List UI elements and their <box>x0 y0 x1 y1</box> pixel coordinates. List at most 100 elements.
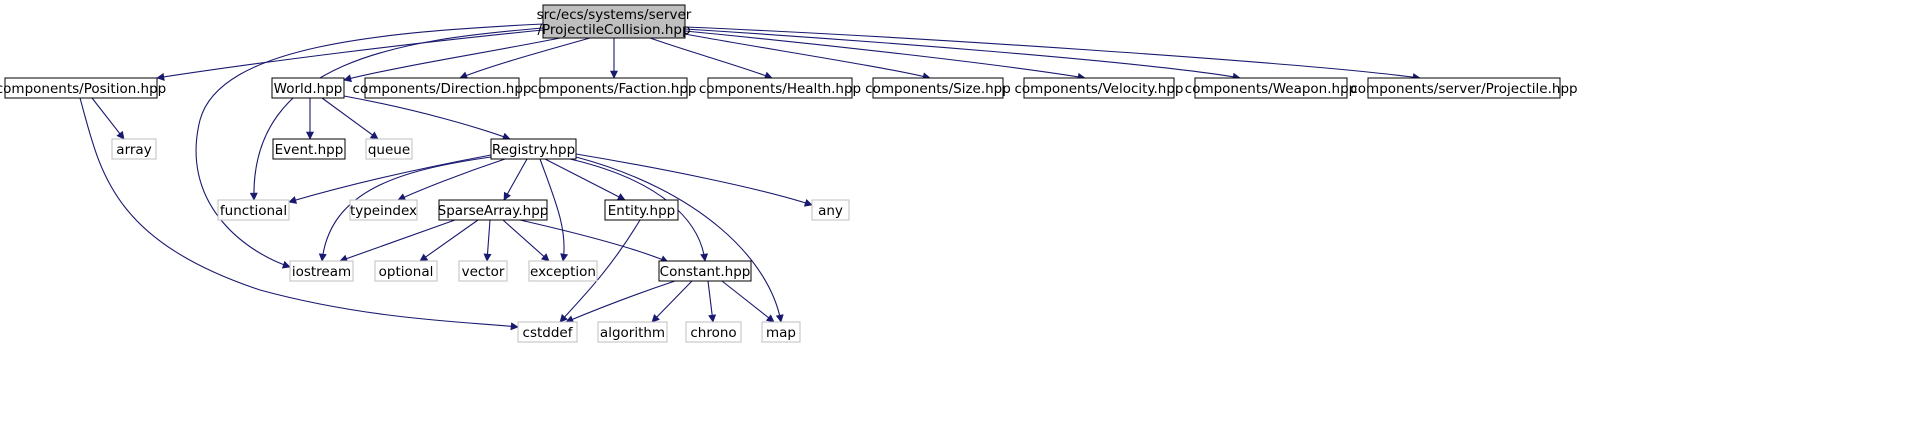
node-vector: vector <box>458 260 508 282</box>
node-box-map <box>761 321 801 343</box>
node-projectile[interactable]: components/server/Projectile.hpp <box>1350 77 1578 99</box>
node-box-any <box>811 199 850 221</box>
node-label-optional: optional <box>379 264 434 280</box>
node-box-optional <box>374 260 438 282</box>
edge-registry-to-sparsearray <box>503 158 528 201</box>
node-box-weapon <box>1194 77 1348 99</box>
node-box-typeindex <box>349 199 418 221</box>
edge-registry-to-entity <box>544 158 626 201</box>
node-box-event <box>272 138 346 160</box>
node-label-typeindex: typeindex <box>350 203 417 219</box>
edge-registry-to-typeindex <box>397 158 506 201</box>
node-position[interactable]: components/Position.hpp <box>0 77 166 99</box>
node-constant[interactable]: Constant.hpp <box>658 260 752 282</box>
node-sparsearray[interactable]: SparseArray.hpp <box>438 199 549 221</box>
node-map: map <box>761 321 801 343</box>
node-label-faction: components/Faction.hpp <box>530 81 696 97</box>
node-box-projectile <box>1367 77 1561 99</box>
node-label-position: components/Position.hpp <box>0 81 166 97</box>
node-label-direction: components/Direction.hpp <box>353 81 532 97</box>
node-label-vector: vector <box>462 264 505 280</box>
edge-root-to-functional <box>249 27 544 201</box>
node-label-size: components/Size.hpp <box>865 81 1011 97</box>
edge-registry-to-functional <box>288 154 492 204</box>
node-box-queue <box>365 138 413 160</box>
node-label-exception: exception <box>530 264 596 280</box>
edge-root-to-size <box>684 33 931 81</box>
node-box-faction <box>539 77 688 99</box>
node-optional: optional <box>374 260 438 282</box>
node-array: array <box>111 138 157 160</box>
node-box-direction <box>364 77 520 99</box>
node-box-size <box>872 77 1004 99</box>
node-cstddef: cstddef <box>517 321 578 343</box>
node-box-vector <box>458 260 508 282</box>
node-algorithm: algorithm <box>597 321 668 343</box>
node-health[interactable]: components/Health.hpp <box>699 77 861 99</box>
node-label-root-line-1: src/ecs/systems/server <box>537 7 692 23</box>
node-box-cstddef <box>517 321 578 343</box>
node-functional: functional <box>217 199 290 221</box>
edge-constant-to-cstddef <box>565 280 676 323</box>
node-box-velocity <box>1023 77 1175 99</box>
node-label-event: Event.hpp <box>275 142 344 158</box>
edge-root-to-projectile <box>684 26 1421 82</box>
node-weapon[interactable]: components/Weapon.hpp <box>1185 77 1357 99</box>
node-box-health <box>707 77 853 99</box>
node-size[interactable]: components/Size.hpp <box>865 77 1011 99</box>
node-label-map: map <box>766 325 796 341</box>
node-label-world: World.hpp <box>274 81 343 97</box>
edge-registry-to-exception <box>539 158 569 262</box>
edge-root-to-health <box>649 37 773 80</box>
edge-constant-to-algorithm <box>651 280 693 323</box>
node-box-sparsearray <box>438 199 548 221</box>
nodes-layer: src/ecs/systems/server/ProjectileCollisi… <box>0 4 1578 343</box>
node-label-entity: Entity.hpp <box>608 203 675 219</box>
node-label-functional: functional <box>220 203 287 219</box>
node-label-cstddef: cstddef <box>523 325 574 341</box>
node-any: any <box>811 199 850 221</box>
edge-sparsearray-to-exception <box>502 219 550 262</box>
node-label-any: any <box>818 203 843 219</box>
node-label-projectile: components/server/Projectile.hpp <box>1350 81 1577 97</box>
node-label-root-line-2: /ProjectileCollision.hpp <box>537 22 690 38</box>
node-box-position <box>4 77 158 99</box>
node-box-iostream <box>289 260 354 282</box>
edge-world-to-queue <box>321 97 379 140</box>
node-label-algorithm: algorithm <box>600 325 665 341</box>
node-exception: exception <box>528 260 598 282</box>
node-velocity[interactable]: components/Velocity.hpp <box>1015 77 1184 99</box>
edge-sparsearray-to-iostream <box>339 219 456 263</box>
node-box-array <box>111 138 157 160</box>
node-box-root <box>542 4 686 39</box>
node-entity[interactable]: Entity.hpp <box>604 199 679 221</box>
node-label-iostream: iostream <box>292 264 351 280</box>
edge-registry-to-map <box>575 156 784 323</box>
node-label-health: components/Health.hpp <box>699 81 861 97</box>
edge-sparsearray-to-optional <box>419 219 479 262</box>
node-root[interactable]: src/ecs/systems/server/ProjectileCollisi… <box>537 4 692 39</box>
edge-root-to-position <box>156 29 544 81</box>
node-event[interactable]: Event.hpp <box>272 138 346 160</box>
node-box-chrono <box>685 321 742 343</box>
node-box-algorithm <box>597 321 668 343</box>
node-world[interactable]: World.hpp <box>271 77 345 99</box>
node-label-queue: queue <box>368 142 410 158</box>
node-label-constant: Constant.hpp <box>660 264 751 280</box>
node-direction[interactable]: components/Direction.hpp <box>353 77 532 99</box>
edge-root-to-velocity <box>684 30 1086 81</box>
node-label-chrono: chrono <box>690 325 736 341</box>
node-label-sparsearray: SparseArray.hpp <box>438 203 549 219</box>
node-label-velocity: components/Velocity.hpp <box>1015 81 1184 97</box>
edge-position-to-array <box>91 97 125 140</box>
node-typeindex: typeindex <box>349 199 418 221</box>
node-iostream: iostream <box>289 260 354 282</box>
edge-sparsearray-to-constant <box>519 219 669 263</box>
edge-sparsearray-to-vector <box>483 219 492 262</box>
node-box-functional <box>217 199 290 221</box>
node-registry[interactable]: Registry.hpp <box>490 138 577 160</box>
edges-layer <box>79 23 1421 331</box>
node-faction[interactable]: components/Faction.hpp <box>530 77 697 99</box>
edge-root-to-world <box>343 37 561 83</box>
